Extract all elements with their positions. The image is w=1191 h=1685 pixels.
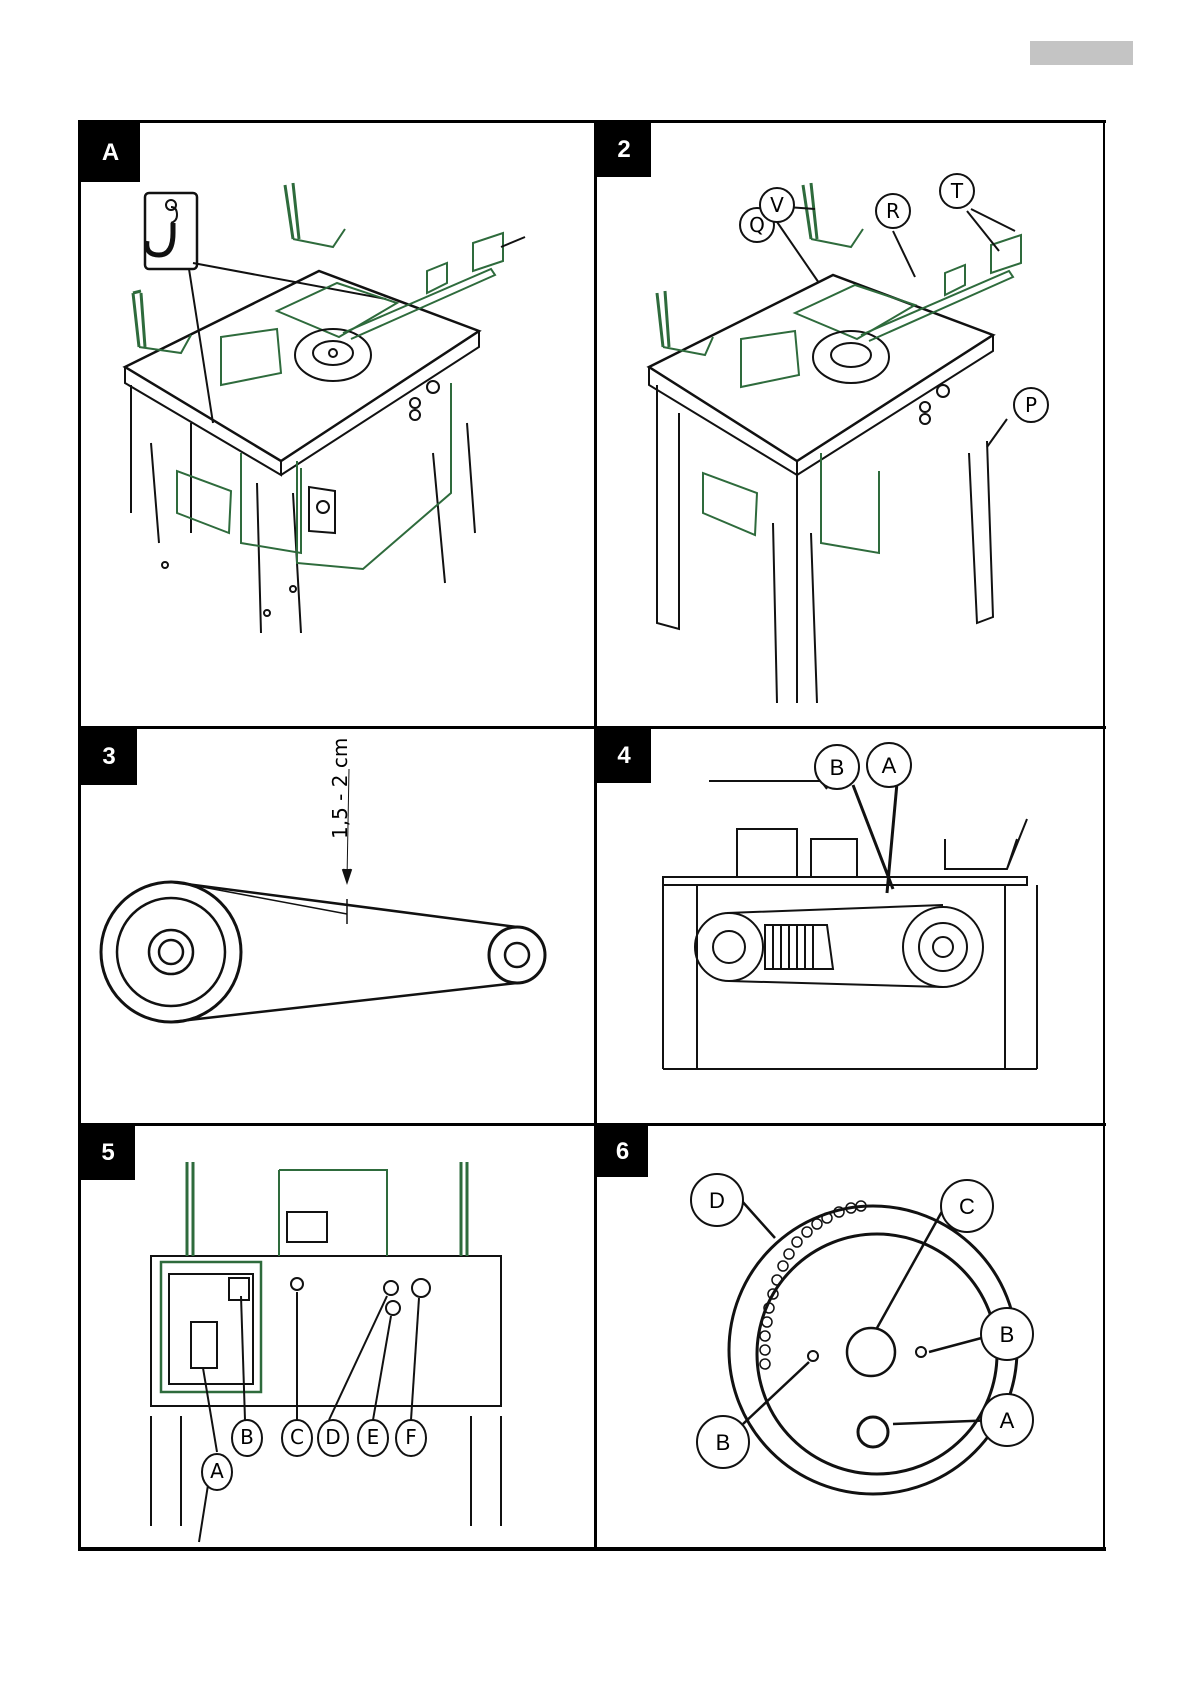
machine-labeled-drawing: Q V R T P: [597, 123, 1103, 726]
callout-p: P: [1025, 393, 1037, 417]
callout-a: A: [210, 1459, 224, 1483]
motor-side-drawing: B A: [597, 729, 1103, 1123]
callout-b-left: B: [716, 1430, 731, 1455]
panel-4: 4 B A: [597, 729, 1103, 1123]
panel-a: A: [81, 123, 594, 726]
callout-e: E: [367, 1425, 380, 1449]
callout-q: Q: [749, 213, 765, 237]
callout-f: F: [405, 1425, 417, 1449]
figure-grid: A: [78, 120, 1106, 1550]
control-panel-drawing: A B C D E F: [81, 1126, 594, 1547]
callout-a: A: [882, 753, 897, 778]
frame-right: [1103, 120, 1105, 1551]
page-tab: [1030, 41, 1133, 65]
callout-b: B: [830, 755, 845, 780]
callout-c: C: [290, 1425, 304, 1449]
callout-v: V: [770, 193, 784, 217]
callout-c: C: [959, 1194, 975, 1219]
machine-top-drawing: [81, 123, 594, 726]
belt-tension-drawing: 1,5 - 2 cm: [81, 729, 594, 1123]
callout-d: D: [325, 1425, 340, 1449]
panel-6: 6: [597, 1126, 1103, 1547]
callout-r: R: [886, 199, 900, 223]
callout-t: T: [950, 179, 964, 203]
bending-disk-drawing: D C B B A: [597, 1126, 1103, 1547]
frame-bottom: [78, 1547, 1106, 1551]
hole-arc: [760, 1201, 866, 1369]
callout-b-right: B: [1000, 1322, 1015, 1347]
dimension-label: 1,5 - 2 cm: [328, 738, 352, 839]
callout-d: D: [709, 1188, 725, 1213]
panel-3: 3 1,5 - 2 cm: [81, 729, 594, 1123]
callout-a: A: [1000, 1408, 1015, 1433]
panel-2: 2: [597, 123, 1103, 726]
callout-b: B: [240, 1425, 254, 1449]
panel-5: 5: [81, 1126, 594, 1547]
